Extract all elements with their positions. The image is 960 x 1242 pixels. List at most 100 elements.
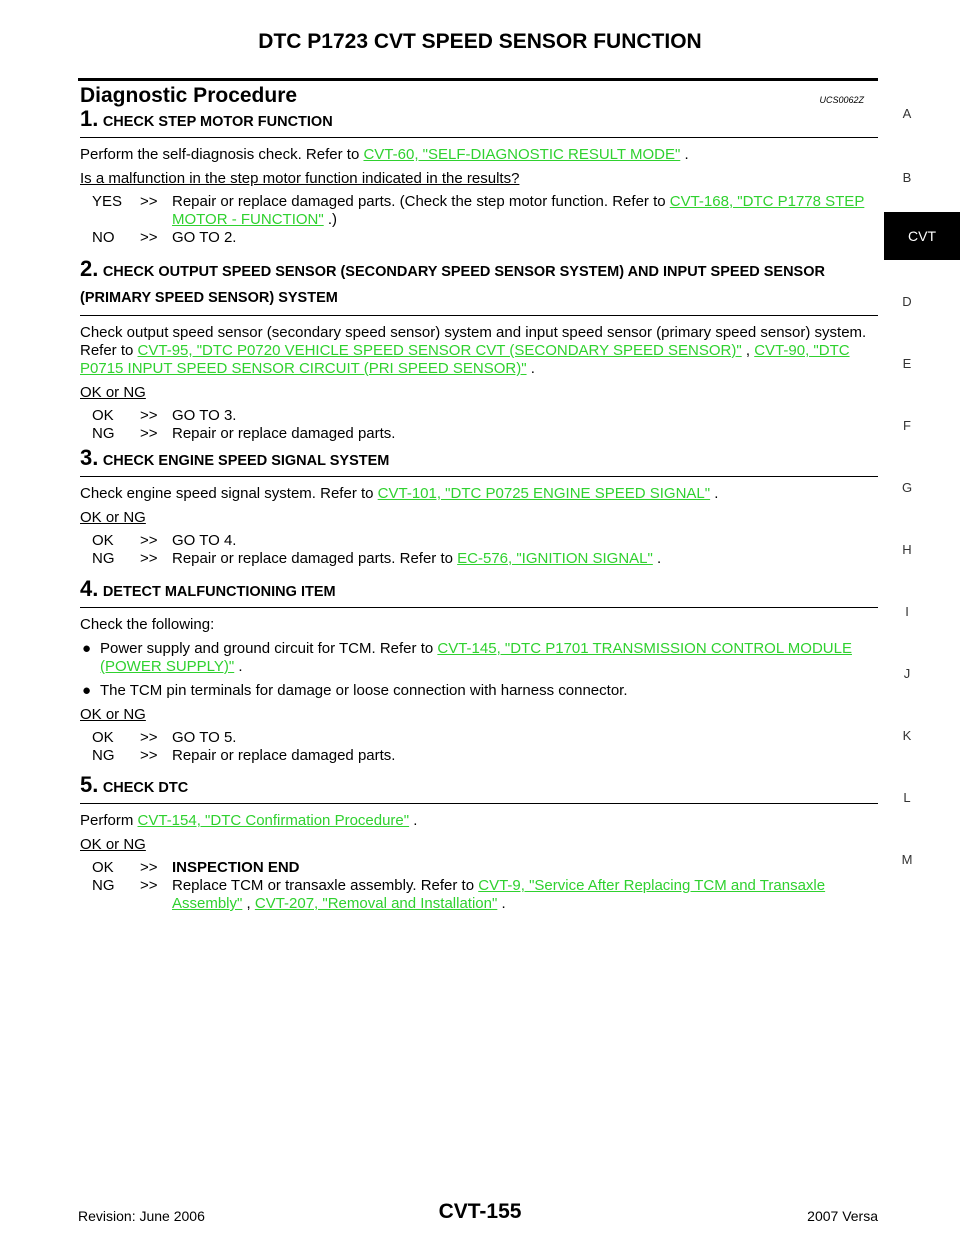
step-4-question: OK or NG	[80, 706, 878, 724]
title-rule	[78, 78, 878, 81]
step-2: 2. CHECK OUTPUT SPEED SENSOR (SECONDARY …	[80, 256, 878, 443]
answer-arrow: >>	[140, 729, 158, 746]
answer-arrow: >>	[140, 747, 158, 764]
answer-arrow: >>	[140, 193, 158, 210]
answer-ng: NG >> Repair or replace damaged parts. R…	[92, 550, 878, 568]
step-2-instruction: Check output speed sensor (secondary spe…	[80, 324, 878, 378]
answer-key: NG	[92, 877, 115, 894]
step-1-instruction: Perform the self-diagnosis check. Refer …	[80, 146, 878, 164]
step-5-answers: OK >> INSPECTION END NG >> Replace TCM o…	[92, 859, 878, 913]
step-1-question: Is a malfunction in the step motor funct…	[80, 170, 878, 188]
footer-revision: Revision: June 2006	[78, 1208, 205, 1224]
answer-arrow: >>	[140, 550, 158, 567]
ref-link-cvt-145[interactable]: CVT-145, "DTC P1701 TRANSMISSION CONTROL…	[100, 640, 852, 675]
instruction-text: Perform	[80, 812, 138, 829]
instruction-text-end: .	[680, 146, 689, 163]
ref-link-cvt-154[interactable]: CVT-154, "DTC Confirmation Procedure"	[137, 812, 410, 829]
ref-link-cvt-168[interactable]: CVT-168, "DTC P1778 STEP MOTOR - FUNCTIO…	[172, 193, 865, 228]
question-text: OK or NG	[80, 384, 146, 401]
index-letter-d[interactable]: D	[902, 294, 912, 309]
bullet-text: Power supply and ground circuit for TCM.…	[100, 640, 438, 657]
step-3: 3. CHECK ENGINE SPEED SIGNAL SYSTEM Chec…	[80, 447, 878, 568]
step-title: CHECK STEP MOTOR FUNCTION	[102, 114, 333, 130]
answer-key: OK	[92, 729, 114, 746]
index-letter-i[interactable]: I	[905, 604, 909, 619]
bullet-text: The TCM pin terminals for damage or loos…	[100, 682, 628, 699]
ref-link-cvt-95[interactable]: CVT-95, "DTC P0720 VEHICLE SPEED SENSOR …	[137, 342, 742, 359]
answer-arrow: >>	[140, 229, 158, 246]
ref-link-cvt-60[interactable]: CVT-60, "SELF-DIAGNOSTIC RESULT MODE"	[363, 146, 681, 163]
index-letter-l[interactable]: L	[903, 790, 911, 805]
instruction-text-end: .	[710, 485, 719, 502]
step-title: CHECK DTC	[102, 780, 189, 796]
answer-text-end: .)	[323, 211, 338, 228]
answer-text: Repair or replace damaged parts.	[172, 747, 396, 764]
step-5-heading: 5. CHECK DTC	[80, 774, 878, 804]
bullet-item: ● Power supply and ground circuit for TC…	[80, 640, 878, 676]
step-5: 5. CHECK DTC Perform CVT-154, "DTC Confi…	[80, 774, 878, 913]
instruction-text: Perform the self-diagnosis check. Refer …	[80, 146, 364, 163]
answer-text: Repair or replace damaged parts.	[172, 425, 396, 442]
ref-link-cvt-207[interactable]: CVT-207, "Removal and Installation"	[254, 895, 498, 912]
reference-code: UCS0062Z	[819, 95, 864, 105]
answer-ok: OK >> INSPECTION END	[92, 859, 878, 877]
ref-link-cvt-9[interactable]: CVT-9, "Service After Replacing TCM and …	[172, 877, 826, 912]
section-title: Diagnostic Procedure	[80, 84, 298, 107]
step-1-answers: YES >> Repair or replace damaged parts. …	[92, 193, 878, 247]
answer-key: NG	[92, 550, 115, 567]
step-1: 1. CHECK STEP MOTOR FUNCTION Perform the…	[80, 108, 878, 247]
index-letter-m[interactable]: M	[901, 852, 913, 867]
step-3-heading: 3. CHECK ENGINE SPEED SIGNAL SYSTEM	[80, 447, 878, 477]
step-2-heading: 2. CHECK OUTPUT SPEED SENSOR (SECONDARY …	[80, 256, 878, 316]
answer-text: GO TO 5.	[172, 729, 237, 746]
question-text: OK or NG	[80, 836, 146, 853]
index-letter-h[interactable]: H	[902, 542, 912, 557]
index-letter-b[interactable]: B	[902, 170, 912, 185]
instruction-text-end: .	[409, 812, 418, 829]
step-title: DETECT MALFUNCTIONING ITEM	[102, 584, 336, 600]
step-title: CHECK OUTPUT SPEED SENSOR (SECONDARY SPE…	[80, 264, 825, 306]
answer-text: Repair or replace damaged parts. (Check …	[172, 193, 670, 210]
answer-text: Replace TCM or transaxle assembly. Refer…	[172, 877, 479, 894]
index-letter-g[interactable]: G	[901, 480, 913, 495]
answer-ok: OK >> GO TO 4.	[92, 532, 878, 550]
answer-key: YES	[92, 193, 123, 210]
step-3-answers: OK >> GO TO 4. NG >> Repair or replace d…	[92, 532, 878, 568]
index-letter-a[interactable]: A	[902, 106, 912, 121]
answer-separator: ,	[242, 895, 255, 912]
answer-text-end: .	[497, 895, 506, 912]
answer-key: NO	[92, 229, 115, 246]
answer-key: NG	[92, 425, 115, 442]
step-5-instruction: Perform CVT-154, "DTC Confirmation Proce…	[80, 812, 878, 830]
answer-arrow: >>	[140, 532, 158, 549]
step-number: 2.	[80, 256, 99, 281]
index-tab-cvt[interactable]: CVT	[884, 212, 960, 260]
answer-key: OK	[92, 532, 114, 549]
step-3-question: OK or NG	[80, 509, 878, 527]
question-text: OK or NG	[80, 706, 146, 723]
answer-text: Repair or replace damaged parts. Refer t…	[172, 550, 458, 567]
ref-link-cvt-101[interactable]: CVT-101, "DTC P0725 ENGINE SPEED SIGNAL"	[377, 485, 711, 502]
instruction-text: Check output speed sensor (secondary spe…	[80, 324, 867, 359]
ref-link-cvt-90[interactable]: CVT-90, "DTC P0715 INPUT SPEED SENSOR CI…	[80, 342, 850, 377]
index-letter-f[interactable]: F	[903, 418, 911, 433]
instruction-text-end: .	[526, 360, 535, 377]
ref-link-ec-576[interactable]: EC-576, "IGNITION SIGNAL"	[457, 550, 653, 567]
instruction-separator: ,	[741, 342, 755, 359]
answer-text: INSPECTION END	[172, 859, 300, 876]
page-title: DTC P1723 CVT SPEED SENSOR FUNCTION	[258, 30, 702, 53]
step-2-answers: OK >> GO TO 3. NG >> Repair or replace d…	[92, 407, 878, 443]
index-letter-k[interactable]: K	[902, 728, 912, 743]
answer-ok: OK >> GO TO 3.	[92, 407, 878, 425]
step-number: 3.	[80, 445, 99, 470]
step-4-answers: OK >> GO TO 5. NG >> Repair or replace d…	[92, 729, 878, 765]
answer-arrow: >>	[140, 407, 158, 424]
bullet-dot-icon: ●	[82, 682, 92, 699]
index-letter-j[interactable]: J	[903, 666, 911, 681]
bullet-item: ● The TCM pin terminals for damage or lo…	[80, 682, 878, 700]
bullet-dot-icon: ●	[82, 640, 92, 657]
answer-key: NG	[92, 747, 115, 764]
answer-text: GO TO 3.	[172, 407, 237, 424]
index-letter-e[interactable]: E	[902, 356, 912, 371]
step-4-heading: 4. DETECT MALFUNCTIONING ITEM	[80, 578, 878, 608]
